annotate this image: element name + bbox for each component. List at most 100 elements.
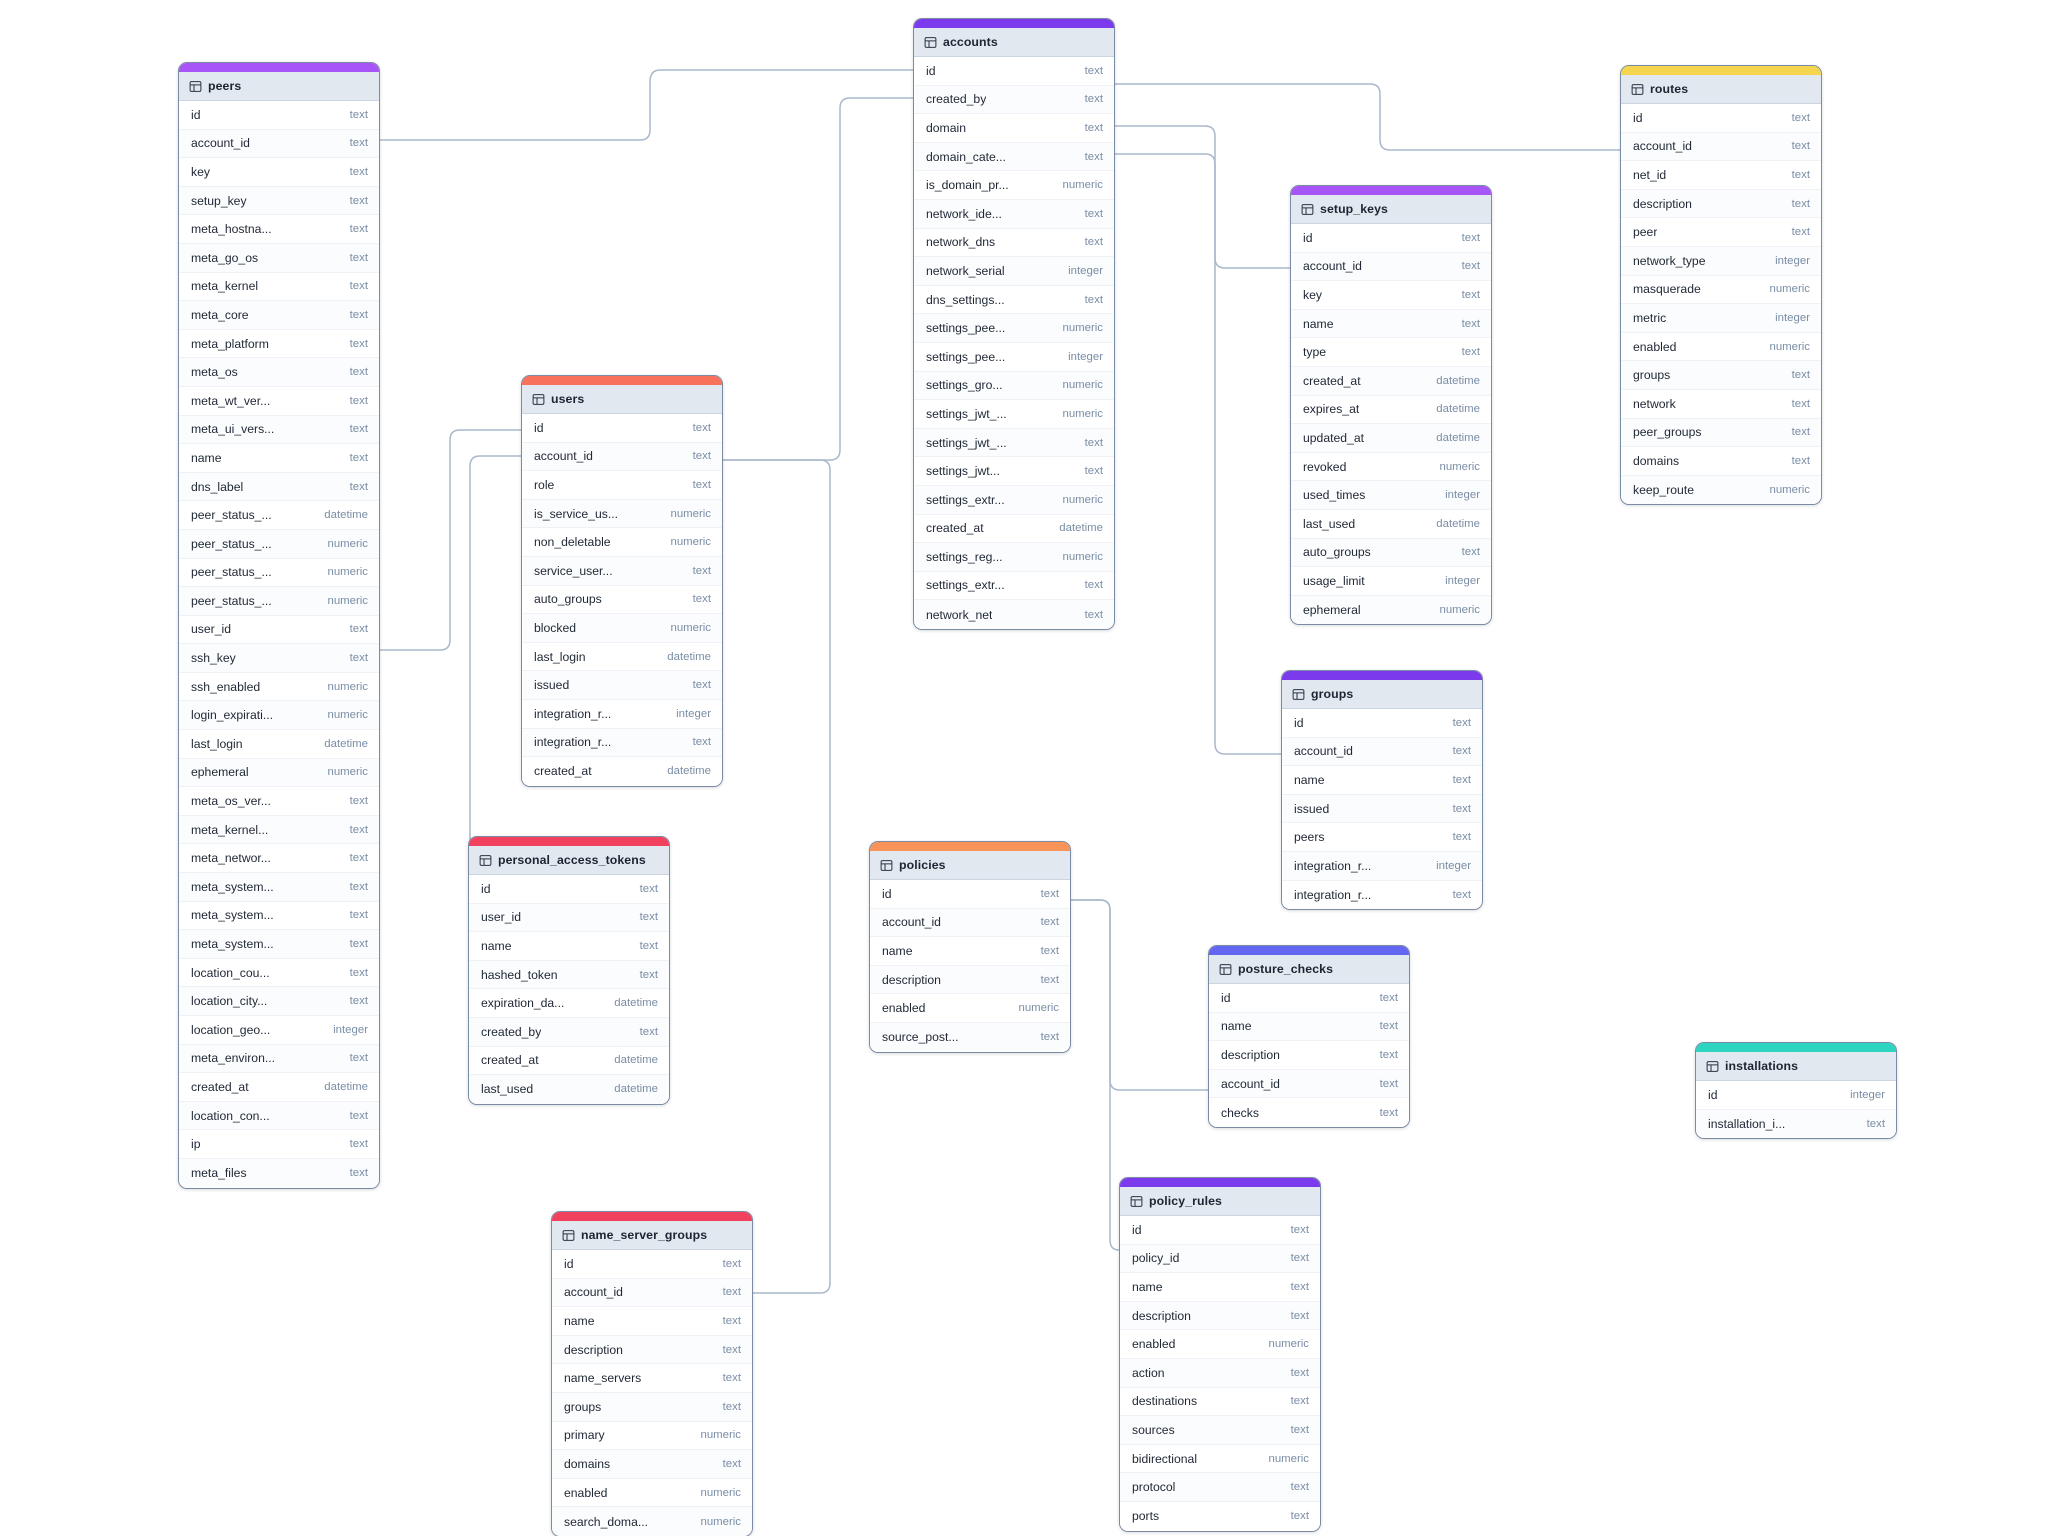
field-row[interactable]: integration_r...text: [522, 728, 722, 758]
field-row[interactable]: settings_pee...integer: [914, 342, 1114, 372]
field-row[interactable]: search_doma...numeric: [552, 1507, 752, 1536]
field-row[interactable]: is_domain_pr...numeric: [914, 171, 1114, 200]
table-header[interactable]: setup_keys: [1291, 195, 1491, 224]
table-header[interactable]: peers: [179, 72, 379, 101]
field-row[interactable]: meta_ui_vers...text: [179, 415, 379, 445]
field-row[interactable]: settings_jwt...text: [914, 457, 1114, 486]
field-row[interactable]: settings_pee...numeric: [914, 314, 1114, 343]
field-row[interactable]: meta_hostna...text: [179, 215, 379, 244]
field-row[interactable]: meta_kernel...text: [179, 815, 379, 845]
field-row[interactable]: peer_status_...numeric: [179, 558, 379, 588]
field-row[interactable]: location_cou...text: [179, 958, 379, 988]
table-header[interactable]: name_server_groups: [552, 1221, 752, 1250]
field-row[interactable]: settings_extr...numeric: [914, 485, 1114, 515]
table-header[interactable]: policy_rules: [1120, 1187, 1320, 1216]
field-row[interactable]: meta_environ...text: [179, 1044, 379, 1074]
field-row[interactable]: settings_extr...text: [914, 571, 1114, 601]
field-row[interactable]: meta_system...text: [179, 930, 379, 959]
field-row[interactable]: expiration_da...datetime: [469, 989, 669, 1018]
field-row[interactable]: meta_wt_ver...text: [179, 386, 379, 416]
field-row[interactable]: dns_settings...text: [914, 285, 1114, 315]
table-header[interactable]: routes: [1621, 75, 1821, 104]
field-row[interactable]: settings_reg...numeric: [914, 543, 1114, 572]
field-row[interactable]: meta_system...text: [179, 873, 379, 902]
table-header[interactable]: groups: [1282, 680, 1482, 709]
field-row[interactable]: meta_system...text: [179, 901, 379, 931]
field-row[interactable]: service_user...text: [522, 556, 722, 586]
table-header[interactable]: policies: [870, 851, 1070, 880]
table-header[interactable]: accounts: [914, 28, 1114, 57]
field-row[interactable]: settings_jwt_...numeric: [914, 400, 1114, 429]
field-row[interactable]: location_geo...integer: [179, 1016, 379, 1045]
field-row[interactable]: domain_cate...text: [914, 142, 1114, 172]
field-row[interactable]: is_service_us...numeric: [522, 499, 722, 529]
